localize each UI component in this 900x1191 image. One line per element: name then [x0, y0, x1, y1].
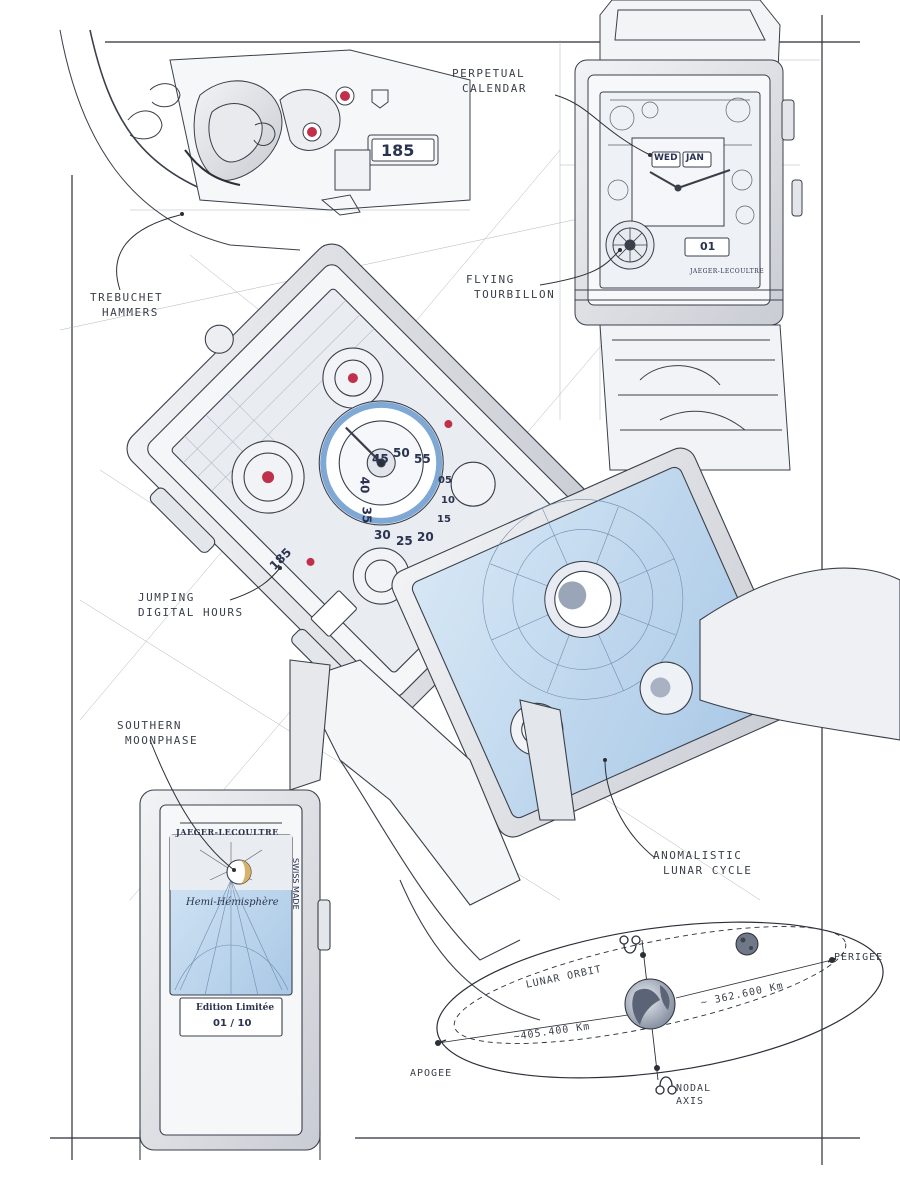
label-trebuchet-hammers: TREBUCHET HAMMERS: [90, 290, 163, 320]
label-line: NODAL: [676, 1083, 712, 1094]
front-brand-mark: JAEGER-LECOULTRE: [690, 268, 765, 275]
descending-node-icon: [655, 1076, 677, 1095]
label-line: LUNAR CYCLE: [663, 864, 753, 877]
edition-number: 01 / 10: [213, 1018, 252, 1029]
minute-numeral: 50: [393, 446, 410, 460]
minute-numeral: 05: [438, 475, 452, 486]
date-digits-window: 01: [700, 240, 716, 253]
ascending-node-icon: [619, 935, 641, 954]
minute-numeral: 35: [359, 506, 374, 524]
label-perpetual-calendar: PERPETUAL CALENDAR: [452, 66, 527, 96]
folding-buckle: [289, 567, 900, 1021]
label-line: JUMPING: [138, 591, 195, 604]
day-window: WED: [654, 153, 678, 163]
label-line: MOONPHASE: [125, 734, 199, 747]
label-jumping-digital-hours: JUMPING DIGITAL HOURS: [138, 590, 244, 620]
small-reverse-watch: [139, 789, 331, 1160]
minute-numeral: 30: [374, 528, 391, 542]
minute-numeral: 55: [414, 452, 431, 466]
minute-numeral: 45: [372, 452, 389, 466]
label-line: DIGITAL HOURS: [138, 606, 244, 619]
minute-numeral: 40: [357, 476, 372, 494]
label-flying-tourbillon: FLYING TOURBILLON: [466, 272, 555, 302]
moon-icon: [735, 932, 759, 956]
apogee-label: APOGEE: [410, 1068, 453, 1079]
label-anomalistic-lunar-cycle: ANOMALISTIC LUNAR CYCLE: [653, 848, 752, 878]
perigee-label: PERIGEE: [834, 952, 884, 963]
minute-numeral: 15: [437, 514, 451, 525]
label-southern-moonphase: SOUTHERN MOONPHASE: [117, 718, 198, 748]
nodal-axis-label: NODAL AXIS: [676, 1082, 711, 1108]
label-line: SOUTHERN: [117, 719, 182, 732]
small-watch-script: Hemi-Hémisphère: [186, 897, 279, 908]
label-line: ANOMALISTIC: [653, 849, 743, 862]
front-watch: [574, 0, 803, 471]
label-line: HAMMERS: [102, 306, 159, 319]
edition-label: Edition Limitée: [196, 1003, 275, 1013]
label-line: TOURBILLON: [474, 288, 556, 301]
trebuchet-leader: [116, 214, 181, 291]
label-line: FLYING: [466, 273, 515, 286]
earth-icon: [624, 978, 676, 1030]
small-watch-brand: JAEGER-LECOULTRE: [176, 827, 279, 837]
label-line: AXIS: [676, 1096, 705, 1107]
month-window: JAN: [686, 153, 704, 163]
label-line: CALENDAR: [462, 82, 527, 95]
trebuchet-hour-display: 185: [381, 141, 415, 160]
label-line: PERPETUAL: [452, 67, 526, 80]
minute-numeral: 10: [441, 495, 455, 506]
label-line: TREBUCHET: [90, 291, 164, 304]
trebuchet-detail: [59, 29, 471, 251]
lunar-dial-plate: [391, 447, 802, 838]
swiss-made-mark: SWISS MADE: [291, 858, 300, 910]
minute-numeral: 25: [396, 534, 413, 548]
minute-numeral: 20: [417, 530, 434, 544]
